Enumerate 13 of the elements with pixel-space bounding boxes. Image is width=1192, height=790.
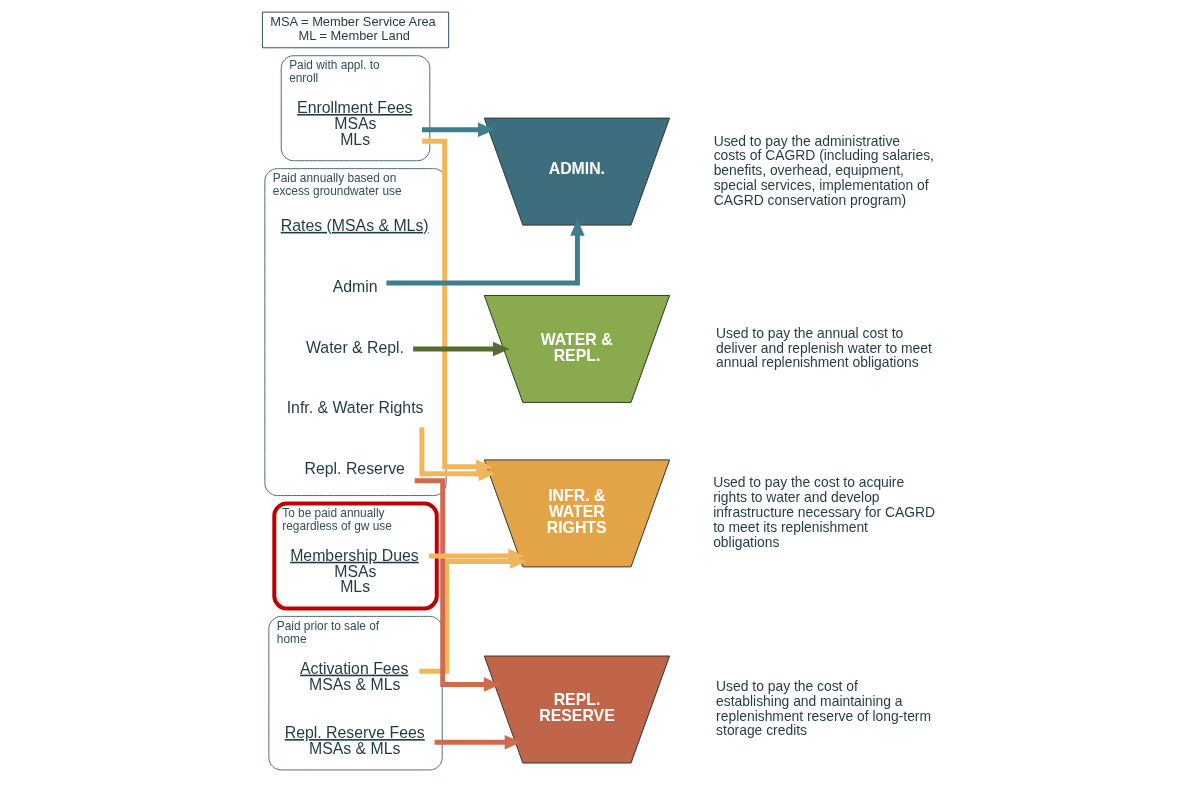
node-text: Repl. Reserve Fees MSAs & MLs — [284, 724, 425, 757]
node-text: Infr. & Water Rights — [286, 399, 423, 417]
node-text: Admin — [332, 278, 378, 296]
node-label: Used to pay the cost of establishing and maintaining a replenishment reserve of long-term storage credits — [715, 677, 931, 739]
node-label: Used to pay the cost to acquire rights to water and develop infrastructure necessary for CAGRD to meet its replenishment obligations — [712, 474, 935, 550]
node-text: Activation Fees MSAs & MLs — [299, 659, 408, 693]
node-text: Water & Repl. — [305, 338, 404, 356]
node-text: Enrollment Fees MSAs MLs — [296, 98, 412, 148]
node-text: Repl. Reserve — [304, 459, 405, 477]
node-text: Rates (MSAs & MLs) — [280, 216, 429, 234]
node-text: Membership Dues MSAs MLs — [289, 546, 419, 596]
node-label: Used to pay the administrative costs of CAGRD (including salaries, benefits, overhead, equipment, special services, implementation of CAGRD conservation program) — [713, 132, 934, 208]
node-label: Used to pay the annual cost to deliver and replenish water to meet annual replenishment obligations — [715, 324, 932, 371]
